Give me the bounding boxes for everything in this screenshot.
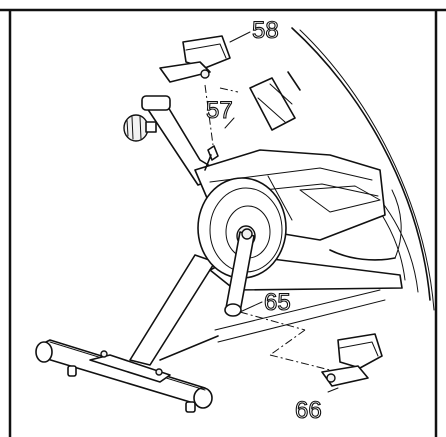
callout-58: 58 — [252, 17, 279, 44]
part-57-bolt — [204, 145, 219, 171]
base-stabilizer — [35, 339, 213, 413]
seat-tube-cap — [141, 95, 171, 111]
alignment-guides — [204, 84, 331, 371]
callout-65: 65 — [264, 289, 291, 316]
leader-lines — [224, 31, 339, 393]
bottle-cage — [249, 71, 301, 131]
part-58-pedal[interactable] — [159, 35, 231, 83]
diagram-border — [0, 8, 446, 437]
part-66-pedal[interactable] — [321, 333, 383, 387]
callout-57: 57 — [206, 97, 233, 124]
callout-66: 66 — [295, 397, 322, 424]
adjustment-knob[interactable] — [123, 114, 157, 142]
